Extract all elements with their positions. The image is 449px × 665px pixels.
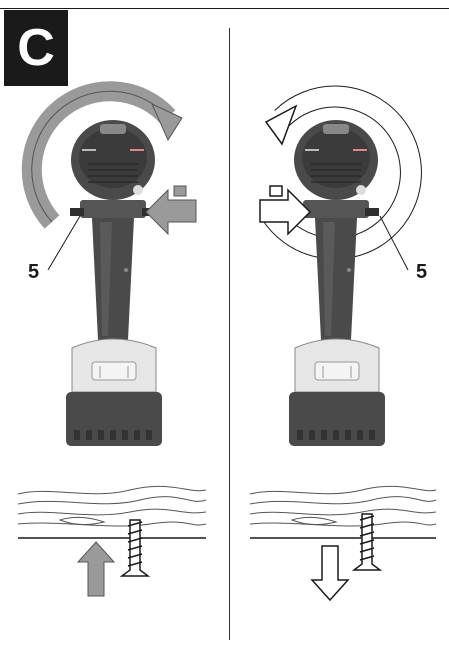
counter-clockwise-rotation-arrow xyxy=(260,85,422,260)
selector-push-arrow xyxy=(145,185,197,236)
selector-push-arrow xyxy=(259,185,312,236)
callout-line-5 xyxy=(379,215,409,271)
callout-label-5: 5 xyxy=(416,261,428,283)
callout-line-5 xyxy=(47,215,81,271)
drive-in-up-arrow xyxy=(76,541,116,597)
right-panel: 5 xyxy=(230,0,449,665)
figure-label-badge: C xyxy=(4,10,68,86)
left-panel: 5 xyxy=(0,0,224,665)
callout-label-5: 5 xyxy=(28,261,40,283)
top-rule xyxy=(0,8,449,9)
drill-body xyxy=(289,120,385,446)
remove-down-arrow xyxy=(310,545,350,602)
panel-divider xyxy=(229,28,230,640)
screw-icon xyxy=(119,519,151,577)
left-illustration xyxy=(17,81,207,597)
right-illustration xyxy=(249,85,437,602)
screw-icon xyxy=(351,513,383,571)
drill-body xyxy=(66,120,162,446)
clockwise-rotation-arrow xyxy=(21,81,183,229)
wood-board xyxy=(249,485,437,539)
wood-board xyxy=(17,485,207,539)
